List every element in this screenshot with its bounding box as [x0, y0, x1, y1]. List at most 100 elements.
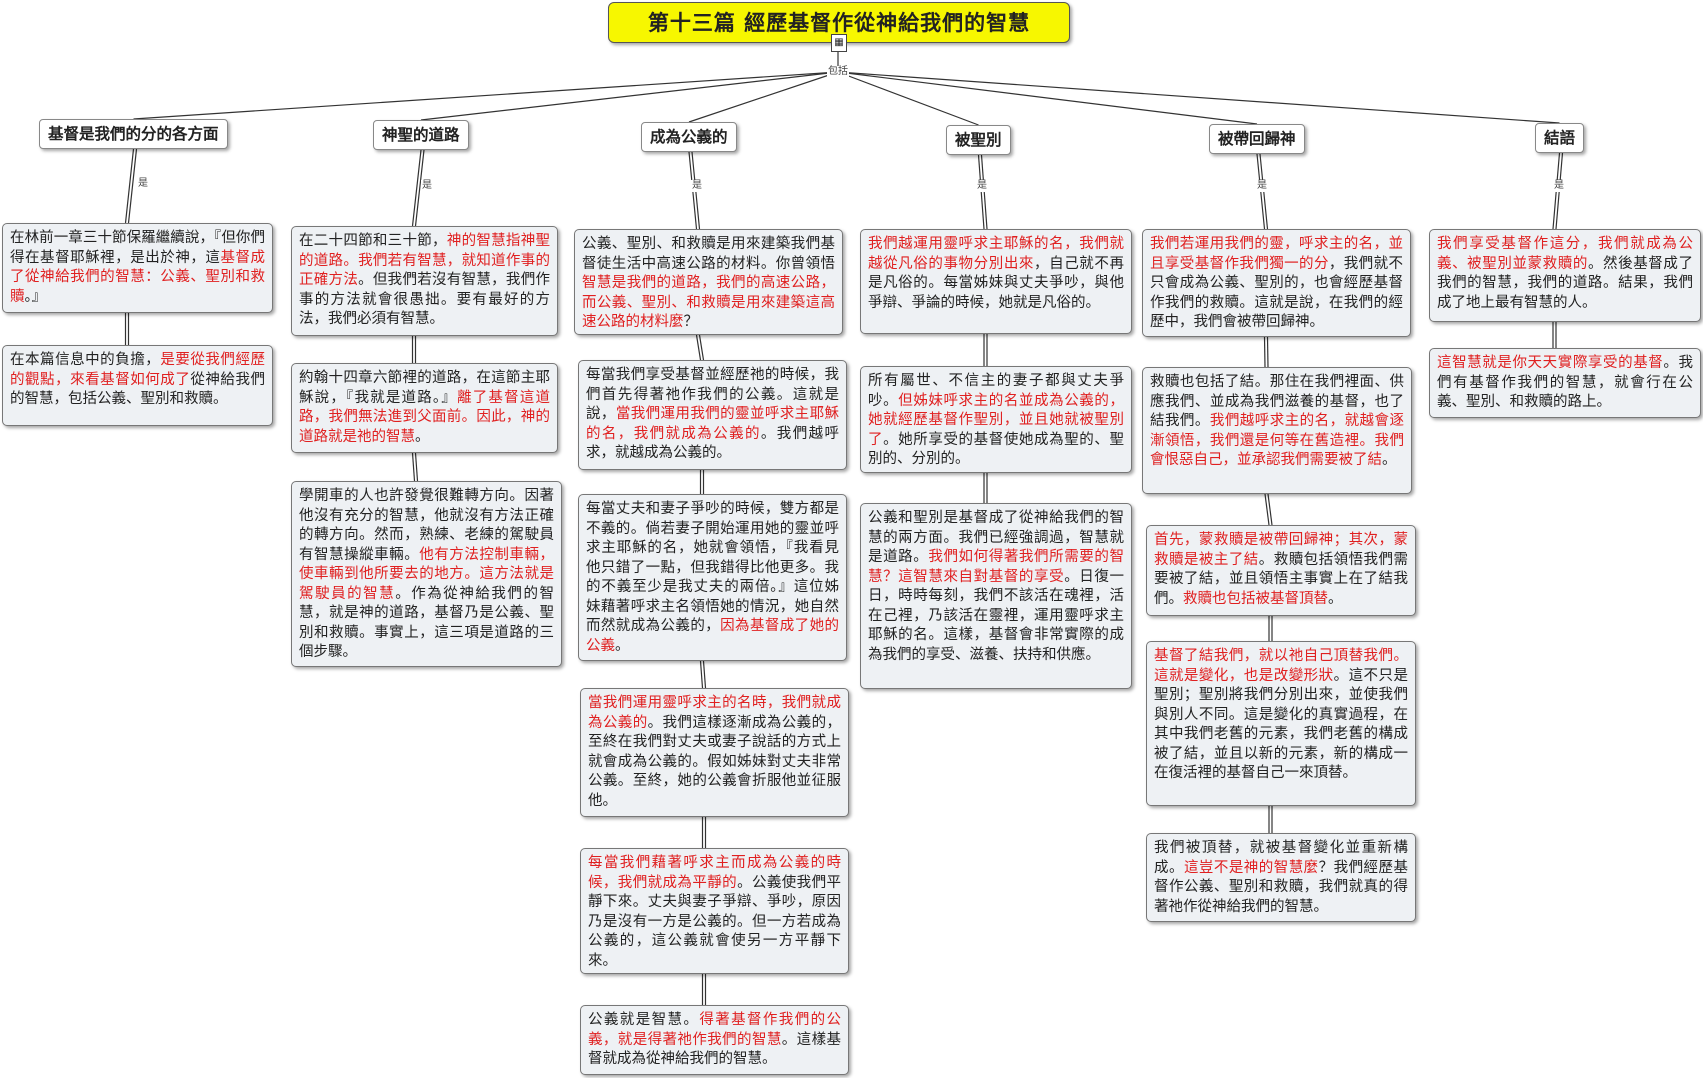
note-card[interactable]: 在本篇信息中的負擔，是要從我們經歷的觀點，來看基督如何成了從神給我們的智慧，包括… [2, 345, 273, 426]
hub-label: 包括 [827, 66, 849, 78]
connector-line [695, 334, 702, 361]
note-card[interactable]: 約翰十四章六節裡的道路，在這節主耶穌說，『我就是道路。』離了基督這道路，我們無法… [291, 363, 558, 453]
note-text: 。我們這樣逐漸成為公義的，至終在我們對丈夫或妻子說話的方式上就會成為公義的。假如… [588, 714, 841, 809]
note-card[interactable]: 這智慧就是你天天實際享受的基督。我們有基督作我們的智慧，就會行在公義、聖別、和救… [1429, 348, 1701, 418]
connector-line [1267, 493, 1273, 526]
highlight-text: 基督成了從神給我們的智慧：公義、聖別和救贖 [10, 249, 265, 305]
note-card[interactable]: 公義就是智慧。得著基督作我們的公義，就是得著祂作我們的智慧。這樣基督就成為從神給… [580, 1005, 849, 1075]
connector-line [1266, 336, 1269, 368]
note-text: 我們被頂替，就被基督變化並重新構成。 [1154, 840, 1408, 876]
highlight-text: 離了基督這道路，我們無法進到父面前。因此，神的道路就是祂的智慧 [299, 389, 550, 445]
connector-line [977, 154, 985, 230]
note-text: 公義就是智慧。 [588, 1012, 700, 1028]
note-text: 。救贖包括領悟我們需要被了結，並且領悟主事實上在了結我們。 [1154, 551, 1408, 607]
note-text: 救贖也包括了結。那住在我們裡面、供應我們、並成為我們滋養的基督，也了結我們。 [1150, 374, 1404, 429]
note-text: 。但我們若沒有智慧，我們作事的方法就會很愚拙。要有最好的方法，我們必須有智慧。 [299, 272, 550, 327]
highlight-text: 救贖也包括被基督頂替 [1183, 590, 1328, 607]
note-text: 。我們有基督作我們的智慧，就會行在公義、聖別、和救贖的路上。 [1437, 355, 1693, 410]
branch-header-divine-way[interactable]: 神聖的道路 [373, 120, 469, 150]
document-icon[interactable]: ▦ [831, 34, 847, 52]
highlight-text: 神的智慧指神聖的道路。我們若有智慧，就知道作事的正確方法 [299, 233, 550, 288]
highlight-text: 我們若運用我們的靈，呼求主的名，並且享受基督作我們獨一的分 [1150, 236, 1403, 272]
note-text: 。這樣基督就成為從神給我們的智慧。 [588, 1031, 841, 1068]
highlight-text: 但姊妹呼求主的名並成為公義的，她就經歷基督作聖別，並且她就被聖別了 [868, 392, 1124, 448]
highlight-text: 當我們運用我們的靈並呼求主耶穌的名，我們就成為公義的 [586, 406, 839, 442]
note-text: ，自己就不再是凡俗的。每當姊妹與丈夫爭吵，與他爭辯、爭論的時候，她就是凡俗的。 [868, 255, 1124, 311]
note-text: ，我們就不只會成為公義、聖別的，也會經歷基督作我們的救贖。這就是說，在我們的經歷… [1150, 255, 1403, 331]
note-card[interactable]: 每當我們藉著呼求主而成為公義的時候，我們就成為平靜的。公義使我們平靜下來。丈夫與… [580, 848, 849, 974]
highlight-text: 這豈不是神的智慧麼 [1183, 859, 1319, 876]
highlight-text: 得著基督作我們的公義，就是得著祂作我們的智慧 [588, 1012, 842, 1048]
highlight-text: 我們享受基督作這分，我們就成為公義、被聖別並蒙救贖的 [1437, 236, 1693, 272]
highlight-text: 我們如何得著我們所需要的智慧？這智慧來自對基督的享受 [868, 549, 1124, 585]
note-card[interactable]: 我們越運用靈呼求主耶穌的名，我們就越從凡俗的事物分別出來，自己就不再是凡俗的。每… [860, 229, 1132, 334]
note-card[interactable]: 在林前一章三十節保羅繼續說，『但你們得在基督耶穌裡，是出於神，這基督成了從神給我… [2, 223, 273, 313]
connector-line [837, 71, 979, 126]
note-text: 在林前一章三十節保羅繼續說，『但你們得在基督耶穌裡，是出於神，這 [10, 230, 265, 266]
highlight-text: 當我們運用靈呼求主的名時，我們就成為公義的 [588, 695, 841, 731]
note-text: 公義和聖別是基督成了從神給我們的智慧的兩方面。我們已經強調過，智慧就是道路。 [868, 510, 1124, 565]
link-label: 是 [691, 180, 703, 192]
note-text: 。這不只是聖別；聖別將我們分別出來，並使我們與別人不同。這是變化的真實過程，在其… [1154, 667, 1408, 782]
note-card[interactable]: 每當丈夫和妻子爭吵的時候，雙方都是不義的。倘若妻子開始運用她的靈並呼求主耶穌的名… [578, 494, 847, 661]
connector-line [1264, 493, 1270, 526]
map-title: 第十三篇 經歷基督作從神給我們的智慧 [608, 2, 1070, 43]
branch-header-redeemed[interactable]: 被帶回歸神 [1209, 124, 1305, 154]
note-text: ？我們經歷基督作公義、聖別和救贖，我們就真的得著祂作從神給我們的智慧。 [1154, 859, 1408, 915]
note-card[interactable]: 每當我們享受基督並經歷祂的時候，我們首先得著祂作我們的公義。這就是說，當我們運用… [578, 360, 847, 470]
link-label: 是 [1553, 180, 1565, 192]
connector-line [980, 154, 988, 230]
note-card[interactable]: 在二十四節和三十節，神的智慧指神聖的道路。我們若有智慧，就知道作事的正確方法。但… [291, 226, 558, 336]
branch-header-righteous[interactable]: 成為公義的 [641, 122, 737, 152]
note-card[interactable]: 公義、聖別、和救贖是用來建築我們基督徒生活中高速公路的材料。你曾領悟智慧是我們的… [574, 229, 843, 335]
note-card[interactable]: 當我們運用靈呼求主的名時，我們就成為公義的。我們這樣逐漸成為公義的，至終在我們對… [580, 688, 849, 817]
note-text: 。作為從神給我們的智慧，就是神的道路，基督乃是公義、聖別和救贖。事實上，這三項是… [299, 585, 555, 661]
connector-line [411, 149, 422, 227]
connector-line [414, 452, 419, 482]
note-card[interactable]: 救贖也包括了結。那住在我們裡面、供應我們、並成為我們滋養的基督，也了結我們。我們… [1142, 367, 1412, 494]
note-card[interactable]: 首先，蒙救贖是被帶回歸神；其次，蒙救贖是被主了結。救贖包括領悟我們需要被了結，並… [1146, 525, 1416, 616]
note-text: 。公義使我們平靜下來。丈夫與妻子爭辯、爭吵，原因乃是沒有一方是公義的。但一方若成… [588, 874, 841, 969]
branch-header-aspects[interactable]: 基督是我們的分的各方面 [39, 119, 228, 149]
branch-header-conclusion[interactable]: 結語 [1535, 123, 1585, 153]
link-label: 是 [421, 180, 433, 192]
highlight-text: 這智慧就是你天天實際享受的基督 [1437, 355, 1664, 371]
highlight-text: 首先，蒙救贖是被帶回歸神；其次，蒙救贖是被主了結 [1154, 532, 1408, 568]
highlight-text: 我們越呼求主的名，就越會逐漸領悟，我們還是何等在舊造裡。我們會恨惡自己，並承認我… [1150, 413, 1404, 468]
note-text: 。她所享受的基督使她成為聖的、聖別的、分別的。 [868, 431, 1124, 468]
connector-line [702, 660, 707, 689]
connector-line [127, 148, 138, 224]
note-text: 每當丈夫和妻子爭吵的時候，雙方都是不義的。倘若妻子開始運用她的靈並呼求主耶穌的名… [586, 501, 839, 634]
note-text: 學開車的人也許發覺很難轉方向。因著他沒有充分的智慧，他就沒有方法正確的轉方向。然… [299, 488, 554, 563]
note-card[interactable]: 我們被頂替，就被基督變化並重新構成。這豈不是神的智慧麼？我們經歷基督作公義、聖別… [1146, 833, 1416, 922]
connector-line [699, 660, 704, 689]
highlight-text: 因為基督成了她的公義 [586, 618, 839, 654]
highlight-text: 智慧是我們的道路，我們的高速公路，而公義、聖別、和救贖是用來建築這高速公路的材料… [582, 275, 835, 330]
note-text: 。 [1328, 590, 1343, 607]
note-text: 。』 [24, 288, 47, 305]
highlight-text: 我們越運用靈呼求主耶穌的名，我們就越從凡俗的事物分別出來 [868, 236, 1124, 272]
note-text: 。 [415, 428, 430, 445]
highlight-text: 每當我們藉著呼求主而成為公義的時候，我們就成為平靜的 [588, 855, 841, 891]
connector-line [1263, 336, 1266, 368]
note-text: 。 [615, 637, 630, 654]
link-label: 是 [1256, 180, 1268, 192]
note-card[interactable]: 基督了結我們，就以祂自己頂替我們。這就是變化，也是改變形狀。這不只是聖別；聖別將… [1146, 641, 1416, 806]
note-card[interactable]: 我們若運用我們的靈，呼求主的名，並且享受基督作我們獨一的分，我們就不只會成為公義… [1142, 229, 1411, 337]
connector-line [688, 71, 839, 123]
connector-line [411, 452, 416, 482]
link-label: 是 [137, 178, 149, 190]
highlight-text: 是要從我們經歷的觀點，來看基督如何成了 [10, 352, 265, 388]
note-text: 每當我們享受基督並經歷祂的時候，我們首先得著祂作我們的公義。這就是說， [586, 367, 839, 422]
branch-header-sanctified[interactable]: 被聖別 [946, 125, 1011, 155]
note-text: 從神給我們的智慧，包括公義、聖別和救贖。 [10, 371, 265, 408]
connector-line [420, 71, 839, 121]
note-card[interactable]: 所有屬世、不信主的妻子都與丈夫爭吵。但姊妹呼求主的名並成為公義的，她就經歷基督作… [860, 366, 1132, 473]
note-card[interactable]: 公義和聖別是基督成了從神給我們的智慧的兩方面。我們已經強調過，智慧就是道路。我們… [860, 503, 1132, 689]
link-label: 是 [976, 180, 988, 192]
note-card[interactable]: 學開車的人也許發覺很難轉方向。因著他沒有充分的智慧，他就沒有方法正確的轉方向。然… [291, 481, 562, 667]
connector-line [837, 71, 1560, 124]
note-card[interactable]: 我們享受基督作這分，我們就成為公義、被聖別並蒙救贖的。然後基督成了我們的智慧，我… [1429, 229, 1701, 322]
note-text: 所有屬世、不信主的妻子都與丈夫爭吵。 [868, 373, 1124, 409]
